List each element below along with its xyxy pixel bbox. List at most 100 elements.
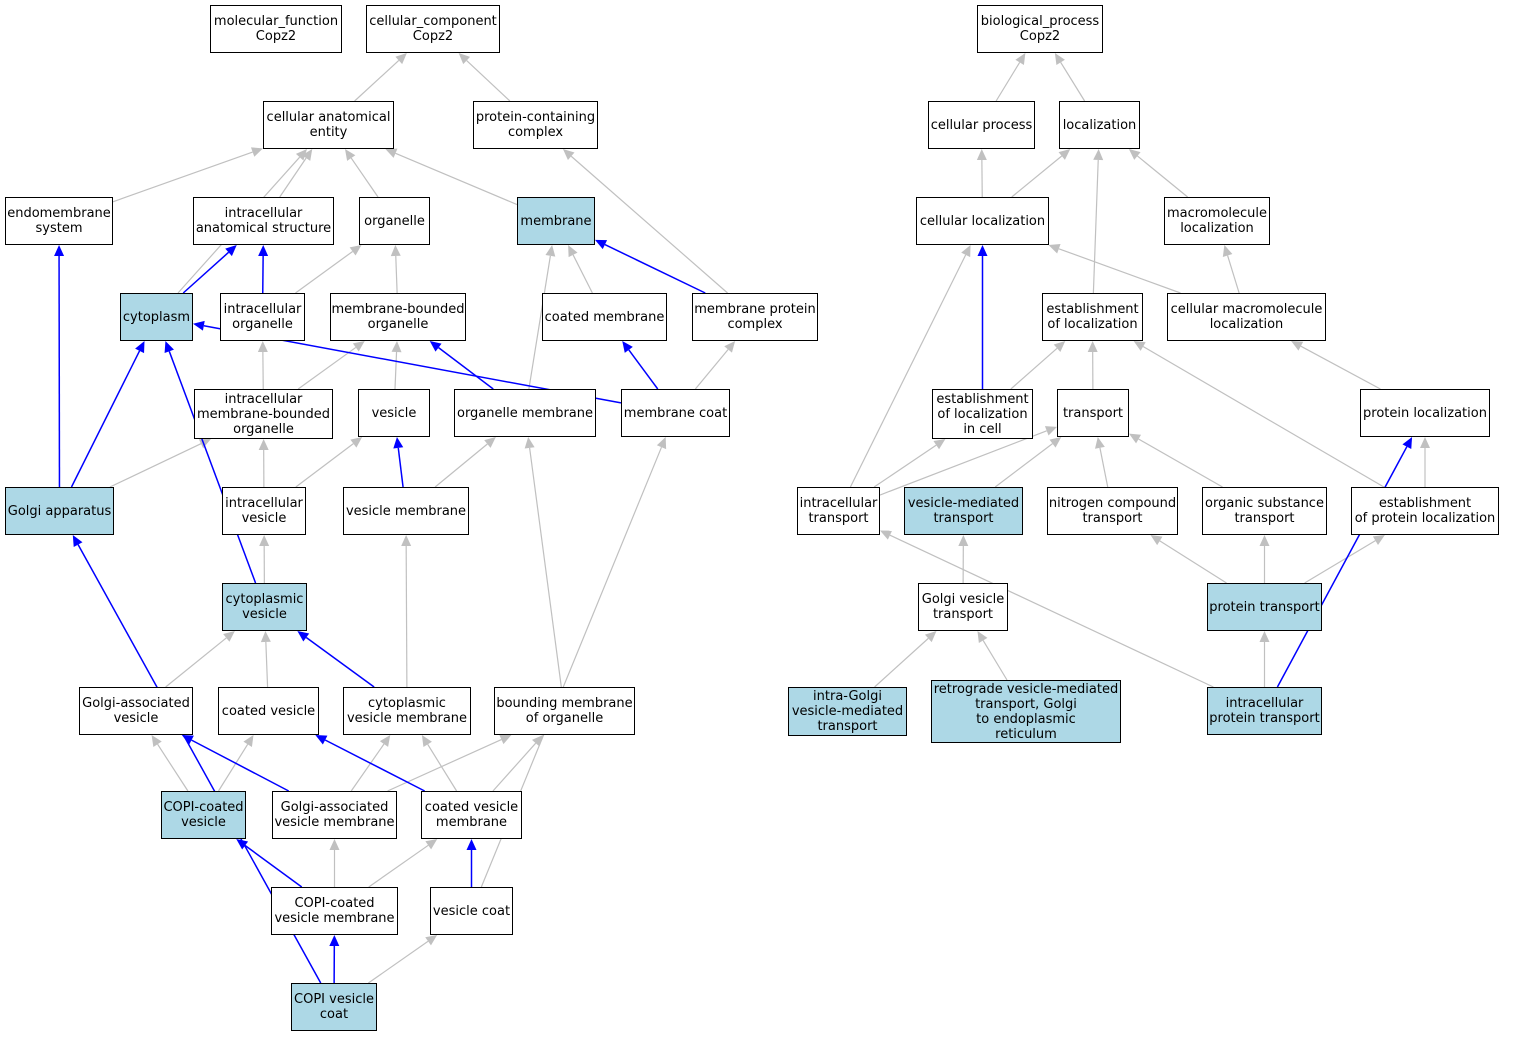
edge-nct-to-tr <box>1095 437 1109 488</box>
term-node-cp[interactable]: cellular process <box>928 101 1035 149</box>
edge-bmo-to-om <box>524 437 562 688</box>
edge-line <box>1304 540 1376 584</box>
term-node-gavm[interactable]: Golgi-associated vesicle membrane <box>272 791 397 839</box>
edge-arrowhead <box>1049 437 1062 448</box>
term-node-gvt[interactable]: Golgi vesicle transport <box>918 583 1008 631</box>
edge-arrowhead <box>260 631 271 643</box>
edge-it-to-tr <box>879 426 1057 496</box>
edge-line <box>305 636 375 688</box>
term-node-loc[interactable]: localization <box>1059 101 1140 149</box>
edge-mem-to-cae <box>385 148 518 206</box>
edge-copicv-to-gav <box>151 735 189 792</box>
edge-ga-to-imbo <box>109 439 211 488</box>
term-node-ipt[interactable]: intracellular protein transport <box>1207 687 1322 735</box>
term-node-mc[interactable]: membrane coat <box>621 389 730 437</box>
edge-line <box>165 637 227 688</box>
term-node-nct[interactable]: nitrogen compound transport <box>1047 487 1178 535</box>
term-node-vmt[interactable]: vesicle-mediated transport <box>904 487 1023 535</box>
term-node-cl[interactable]: cellular localization <box>916 197 1049 245</box>
edge-line <box>1138 438 1223 488</box>
term-node-cov[interactable]: coated vesicle <box>218 687 319 735</box>
term-node-mpc[interactable]: membrane protein complex <box>692 293 818 341</box>
term-node-tr[interactable]: transport <box>1057 389 1129 437</box>
term-node-mem[interactable]: membrane <box>517 197 595 245</box>
edge-line <box>279 157 307 198</box>
edge-pcc-to-cc <box>458 53 511 102</box>
edge-arrowhead <box>297 631 310 642</box>
term-node-eolc[interactable]: establishment of localization in cell <box>932 389 1033 439</box>
edge-ga-to-cyto <box>70 341 145 488</box>
edge-arrowhead <box>223 631 235 642</box>
edge-line <box>1159 540 1227 584</box>
edge-covm-to-cov <box>315 735 425 792</box>
term-node-bp[interactable]: biological_process Copz2 <box>977 5 1103 53</box>
term-node-org[interactable]: organelle <box>359 197 430 245</box>
edge-covm-to-bmo <box>492 735 544 792</box>
edge-line <box>1060 62 1086 102</box>
term-node-cmml[interactable]: cellular macromolecule localization <box>1167 293 1326 341</box>
term-node-cm[interactable]: coated membrane <box>542 293 667 341</box>
edge-arrowhead <box>1259 631 1270 642</box>
term-node-it[interactable]: intracellular transport <box>797 487 880 535</box>
edge-line <box>295 250 353 294</box>
term-node-mml[interactable]: macromolecule localization <box>1164 197 1270 245</box>
edge-arrowhead <box>425 839 438 850</box>
edge-arrowhead <box>349 245 362 256</box>
term-node-imbo[interactable]: intracellular membrane-bounded organelle <box>194 389 333 439</box>
edge-om-to-mbo <box>429 341 494 390</box>
term-node-ost[interactable]: organic substance transport <box>1202 487 1327 535</box>
term-node-pcc[interactable]: protein-containing complex <box>473 101 598 149</box>
edge-line <box>70 350 141 488</box>
term-node-epl[interactable]: establishment of protein localization <box>1351 487 1499 535</box>
edge-arrowhead <box>1053 341 1066 353</box>
term-node-ias[interactable]: intracellular anatomical structure <box>193 197 334 245</box>
edge-rvt-to-gvt <box>977 631 1008 681</box>
term-node-ga[interactable]: Golgi apparatus <box>5 487 114 535</box>
term-node-cv[interactable]: cytoplasmic vesicle <box>222 583 307 631</box>
edge-line <box>350 157 379 198</box>
term-node-igvt[interactable]: intra-Golgi vesicle-mediated transport <box>788 687 907 736</box>
term-node-gav[interactable]: Golgi-associated vesicle <box>79 687 193 735</box>
term-node-pt[interactable]: protein transport <box>1207 583 1322 631</box>
term-node-copicv[interactable]: COPI-coated vesicle <box>161 791 246 839</box>
edge-arrowhead <box>656 437 667 450</box>
edge-arrowhead <box>243 735 254 747</box>
term-node-vm[interactable]: vesicle membrane <box>343 487 469 535</box>
edge-arrowhead <box>1048 244 1061 254</box>
edge-line <box>1058 248 1181 294</box>
edge-arrowhead <box>499 734 512 745</box>
term-node-rvt[interactable]: retrograde vesicle-mediated transport, G… <box>931 680 1121 743</box>
edge-arrowhead <box>295 149 307 161</box>
edge-igvt-to-gvt <box>874 631 937 688</box>
edge-line <box>191 739 290 792</box>
term-node-pl[interactable]: protein localization <box>1360 389 1490 437</box>
edge-arrowhead <box>345 149 356 161</box>
term-node-es[interactable]: endomembrane system <box>5 197 113 245</box>
term-node-cyto[interactable]: cytoplasm <box>120 293 193 341</box>
edge-line <box>395 255 398 294</box>
term-node-copivm[interactable]: COPI-coated vesicle membrane <box>271 887 398 935</box>
term-node-vc[interactable]: vesicle coat <box>430 887 513 935</box>
term-node-om[interactable]: organelle membrane <box>454 389 596 437</box>
term-node-mf[interactable]: molecular_function Copz2 <box>210 5 342 53</box>
term-node-mbo[interactable]: membrane-bounded organelle <box>330 293 466 341</box>
edge-line <box>387 738 502 792</box>
edge-ves-to-mbo <box>391 341 402 390</box>
edge-arrowhead <box>524 437 535 449</box>
term-node-cc[interactable]: cellular_component Copz2 <box>366 5 500 53</box>
term-node-eol[interactable]: establishment of localization <box>1042 293 1143 341</box>
term-node-bmo[interactable]: bounding membrane of organelle <box>494 687 635 735</box>
term-node-cae[interactable]: cellular anatomical entity <box>263 101 394 149</box>
edge-arrowhead <box>395 53 407 65</box>
term-node-io[interactable]: intracellular organelle <box>220 293 305 341</box>
term-node-covm[interactable]: coated vesicle membrane <box>421 791 522 839</box>
term-node-copivc[interactable]: COPI vesicle coat <box>291 983 377 1031</box>
edge-line <box>354 59 400 102</box>
term-node-cvm[interactable]: cytoplasmic vesicle membrane <box>343 687 471 735</box>
term-node-iv[interactable]: intracellular vesicle <box>222 487 306 535</box>
term-node-ves[interactable]: vesicle <box>358 389 430 437</box>
edge-line <box>427 744 458 792</box>
edge-line <box>1300 345 1381 390</box>
edge-ipt-to-it <box>880 530 1214 688</box>
edge-mpc-to-mem <box>595 239 706 294</box>
